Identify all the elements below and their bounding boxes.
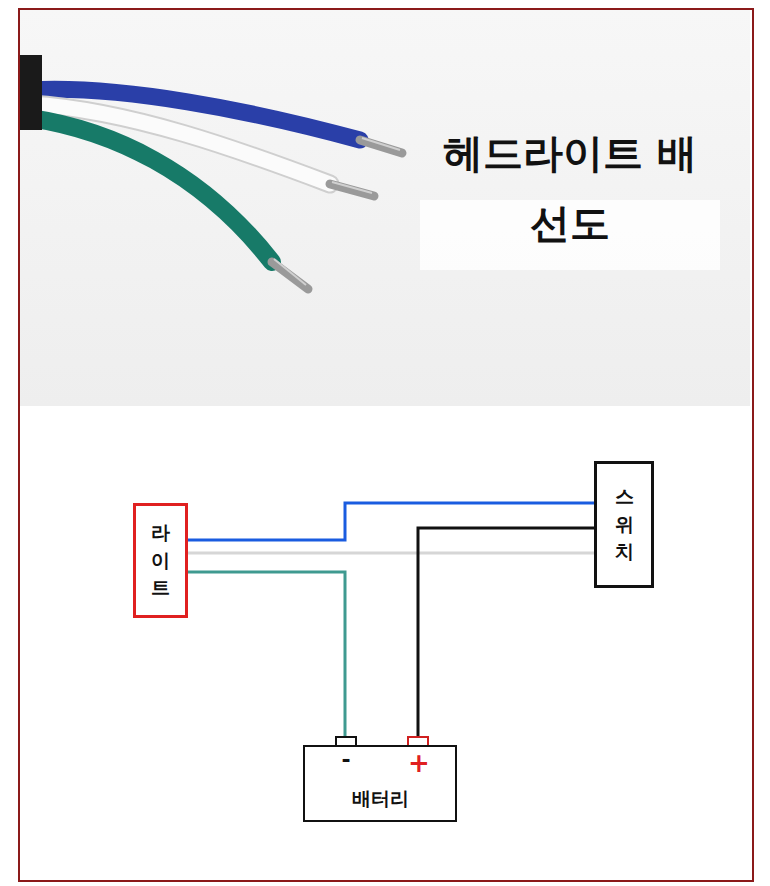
node-label: 라이트 bbox=[151, 519, 170, 602]
node-label: 스위치 bbox=[615, 483, 634, 566]
terminal-sign: - bbox=[341, 749, 350, 771]
wire-connector bbox=[188, 503, 594, 540]
switch-box: 스위치 bbox=[594, 461, 654, 588]
node-label: 배터리 bbox=[352, 786, 409, 812]
wire-connector bbox=[188, 552, 594, 555]
terminal-sign: + bbox=[408, 750, 430, 776]
wire-connector bbox=[418, 528, 594, 745]
light-box: 라이트 bbox=[133, 503, 188, 618]
wire-connector bbox=[188, 572, 345, 745]
battery-box: 배터리 bbox=[303, 745, 457, 822]
diagram-title: 헤드라이트 배선도 bbox=[440, 118, 700, 258]
